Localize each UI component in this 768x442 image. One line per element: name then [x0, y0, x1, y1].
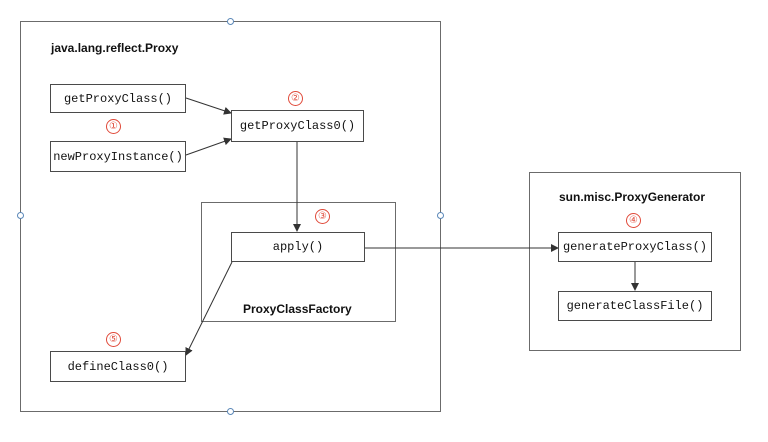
arrow-newproxyinstance-to-getproxyclass0: [185, 137, 232, 156]
new-proxy-instance-box[interactable]: newProxyInstance(): [50, 141, 186, 172]
arrow-getproxyclass-to-getproxyclass0: [185, 97, 232, 115]
step-badge-5: ⑤: [106, 332, 121, 347]
generator-container[interactable]: [529, 172, 741, 351]
factory-container[interactable]: [201, 202, 396, 322]
get-proxy-class0-box[interactable]: getProxyClass0(): [231, 110, 364, 142]
define-class0-box[interactable]: defineClass0(): [50, 351, 186, 382]
selection-handle-left[interactable]: [17, 212, 24, 219]
selection-handle-top[interactable]: [227, 18, 234, 25]
proxy-title: java.lang.reflect.Proxy: [51, 41, 179, 55]
step-badge-2: ②: [288, 91, 303, 106]
step-badge-4: ④: [626, 213, 641, 228]
generate-proxy-class-box[interactable]: generateProxyClass(): [558, 232, 712, 262]
generator-title: sun.misc.ProxyGenerator: [559, 190, 706, 204]
apply-box[interactable]: apply(): [231, 232, 365, 262]
step-badge-1: ①: [106, 119, 121, 134]
selection-handle-bottom[interactable]: [227, 408, 234, 415]
get-proxy-class-box[interactable]: getProxyClass(): [50, 84, 186, 113]
step-badge-3: ③: [315, 209, 330, 224]
generate-class-file-box[interactable]: generateClassFile(): [558, 291, 712, 321]
factory-title: ProxyClassFactory: [243, 302, 352, 316]
arrow-apply-to-defineclass0: [185, 261, 233, 356]
selection-handle-right[interactable]: [437, 212, 444, 219]
